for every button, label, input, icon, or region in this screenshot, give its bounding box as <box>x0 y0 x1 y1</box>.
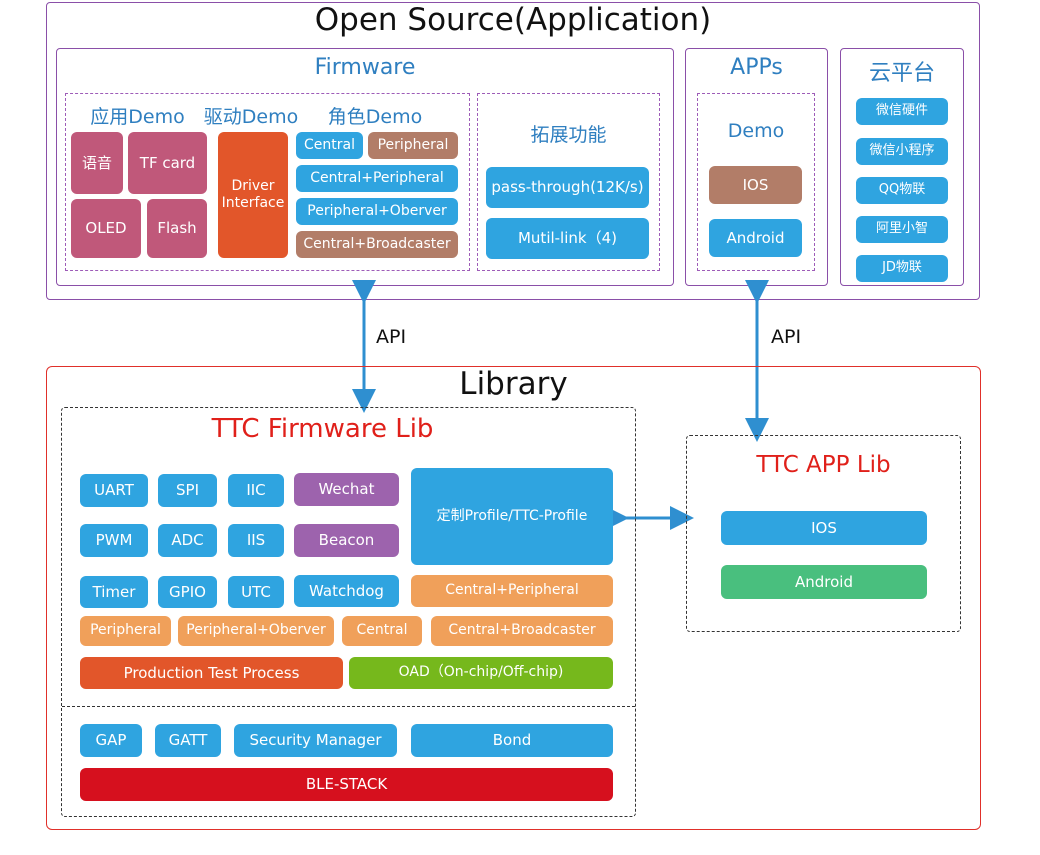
cloud-jd-iot[interactable]: JD物联 <box>856 255 948 282</box>
lib-timer[interactable]: Timer <box>80 576 148 608</box>
lib-oad[interactable]: OAD（On-chip/Off-chip) <box>349 657 613 689</box>
stack-gap[interactable]: GAP <box>80 724 142 757</box>
lib-pwm[interactable]: PWM <box>80 524 148 557</box>
app-lib-ios[interactable]: IOS <box>721 511 927 545</box>
lib-central-peripheral[interactable]: Central+Peripheral <box>411 575 613 607</box>
tf-card-demo[interactable]: TF card <box>128 132 207 194</box>
multi-link-feature[interactable]: Mutil-link（4) <box>486 218 649 259</box>
lib-beacon[interactable]: Beacon <box>294 524 399 557</box>
library-title: Library <box>459 366 568 402</box>
lib-central[interactable]: Central <box>342 616 422 646</box>
api-label-firmware: API <box>376 326 407 348</box>
lib-adc[interactable]: ADC <box>158 524 217 557</box>
ttc-firmware-lib-panel <box>61 407 636 817</box>
lib-production-test[interactable]: Production Test Process <box>80 657 343 689</box>
lib-iis[interactable]: IIS <box>228 524 284 557</box>
lib-spi[interactable]: SPI <box>158 474 217 507</box>
app-demo-title: 应用Demo <box>90 106 185 128</box>
role-peripheral-oberver[interactable]: Peripheral+Oberver <box>296 198 458 225</box>
cloud-wechat-hardware[interactable]: 微信硬件 <box>856 98 948 125</box>
lib-central-broadcaster[interactable]: Central+Broadcaster <box>431 616 613 646</box>
stack-bond[interactable]: Bond <box>411 724 613 757</box>
driver-demo-title: 驱动Demo <box>203 106 299 128</box>
ios-app-demo[interactable]: IOS <box>709 166 802 204</box>
voice-demo[interactable]: 语音 <box>71 132 123 194</box>
lib-wechat[interactable]: Wechat <box>294 473 399 506</box>
apps-title: APPs <box>730 55 783 80</box>
role-peripheral[interactable]: Peripheral <box>368 132 458 159</box>
stack-security-manager[interactable]: Security Manager <box>234 724 397 757</box>
flash-demo[interactable]: Flash <box>147 199 207 258</box>
lib-custom-profile[interactable]: 定制Profile/TTC-Profile <box>411 468 613 565</box>
android-app-demo[interactable]: Android <box>709 219 802 257</box>
ble-stack[interactable]: BLE-STACK <box>80 768 613 801</box>
lib-uart[interactable]: UART <box>80 474 148 507</box>
app-lib-android[interactable]: Android <box>721 565 927 599</box>
lib-peripheral[interactable]: Peripheral <box>80 616 171 646</box>
open-source-frame <box>46 2 980 300</box>
ttc-app-lib-title: TTC APP Lib <box>756 452 891 478</box>
driver-interface-demo[interactable]: Driver Interface <box>218 132 288 258</box>
oled-demo[interactable]: OLED <box>71 199 141 258</box>
lib-gpio[interactable]: GPIO <box>158 576 217 608</box>
cloud-qq-iot[interactable]: QQ物联 <box>856 177 948 204</box>
lib-watchdog[interactable]: Watchdog <box>294 575 399 607</box>
role-central-broadcaster[interactable]: Central+Broadcaster <box>296 231 458 258</box>
firmware-title: Firmware <box>314 55 416 80</box>
pass-through-feature[interactable]: pass-through(12K/s) <box>486 167 649 208</box>
lib-peripheral-oberver[interactable]: Peripheral+Oberver <box>178 616 334 646</box>
role-central-peripheral[interactable]: Central+Peripheral <box>296 165 458 192</box>
role-central[interactable]: Central <box>296 132 363 159</box>
lib-utc[interactable]: UTC <box>228 576 284 608</box>
stack-gatt[interactable]: GATT <box>155 724 221 757</box>
cloud-title: 云平台 <box>868 61 935 86</box>
cloud-panel <box>840 48 964 286</box>
lib-iic[interactable]: IIC <box>228 474 284 507</box>
cloud-wechat-miniprogram[interactable]: 微信小程序 <box>856 138 948 165</box>
apps-demo-title: Demo <box>727 120 785 142</box>
role-demo-title: 角色Demo <box>327 106 423 128</box>
cloud-ali-xiaozhi[interactable]: 阿里小智 <box>856 216 948 243</box>
open-source-title: Open Source(Application) <box>314 2 712 38</box>
extension-title: 拓展功能 <box>530 124 607 146</box>
apps-demo-group <box>697 93 815 271</box>
ttc-app-lib-panel <box>686 435 961 632</box>
stack-divider <box>62 706 635 707</box>
api-label-app: API <box>771 326 802 348</box>
ttc-firmware-lib-title: TTC Firmware Lib <box>211 414 434 444</box>
extension-group <box>477 93 660 271</box>
demo-group <box>65 93 470 271</box>
library-frame <box>46 366 981 830</box>
